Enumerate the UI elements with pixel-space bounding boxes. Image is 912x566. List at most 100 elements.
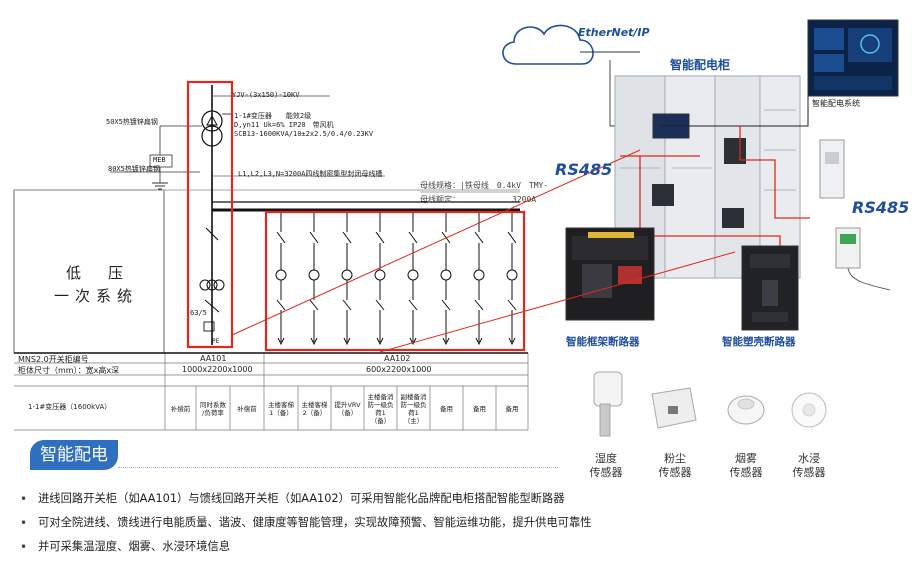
feeder-breaker-icon [375, 299, 385, 311]
cabinet-size-a: 1000x2200x1000 [182, 365, 253, 374]
section-badge: 智能配电 [30, 440, 118, 470]
busbar-duct-line [211, 172, 520, 203]
row3-cell: 提升VRV （备） [334, 401, 361, 417]
feeder-arrow-icon [343, 337, 351, 346]
feeder-group [275, 210, 518, 346]
molded-breaker-icon [741, 245, 799, 331]
feeder-to-molded-breaker-link [379, 251, 736, 353]
feature-list: 进线回路开关柜（如AA101）与馈线回路开关柜（如AA102）可采用智能化品牌配… [20, 487, 592, 559]
feeder-breaker-icon [342, 299, 352, 311]
screen-gauge-icon [860, 34, 880, 54]
feeder-arrow-icon [310, 337, 318, 346]
pe-label: PE [212, 338, 220, 345]
ground-strip-2-label: 80X5热镀锌扁钢 [108, 165, 160, 173]
sensor-caption-line-1: 粉尘 [664, 452, 686, 465]
feeder-arrow-icon [277, 337, 285, 346]
incomer-switch-icon [205, 227, 219, 241]
water-leak-sensor-icon [791, 392, 827, 428]
row3-label: 1-1#变压器（1600kVA） [28, 403, 112, 411]
meter-link-red-line [739, 126, 810, 219]
screen-map-widget [848, 28, 892, 62]
io-module-terminal [840, 234, 856, 244]
feeder-arrow-icon [475, 337, 483, 346]
cabinet-aa101: AA101 [200, 354, 227, 363]
row3-cell: 主楼客梯 1（备） [268, 401, 294, 417]
lv-system-label-1: 低 压 [66, 264, 130, 282]
feeder-switch-icon [342, 231, 352, 244]
cabinet-size-label: 柜体尺寸（mm）：宽x高x深 [18, 366, 120, 375]
feeder-breaker-icon [276, 299, 286, 311]
feeder-breaker-icon [474, 299, 484, 311]
sensor-caption-dust: 粉尘 传感器 [645, 452, 705, 480]
feeder-switch-icon [375, 231, 385, 244]
sensor-caption-line-1: 烟雾 [735, 452, 757, 465]
io-module-wire [847, 267, 891, 291]
feature-item: 可对全院进线、馈线进行电能质量、谐波、健康度等智能管理，实现故障预警、智能运维功… [20, 511, 592, 535]
din-meter-display [825, 152, 839, 164]
transformer-spec-line-3: SCB13-1600KVA/10±2x2.5/0.4/0.23KV [234, 130, 374, 138]
incomer-breaker-icon [204, 299, 220, 313]
row3-cell: 补偿前 [170, 405, 191, 413]
feeder-breaker-icon [507, 299, 517, 311]
screen-widget-3 [814, 76, 892, 90]
feeder-arrow-icon [508, 337, 516, 346]
transformer-secondary-icon [201, 125, 223, 147]
cabinet-to-screen-line [800, 96, 809, 127]
feeder-switch-icon [408, 231, 418, 244]
feeder-arrow-icon [376, 337, 384, 346]
ct-icon-3 [213, 279, 225, 291]
meter-box-icon [203, 321, 215, 332]
ground-strip-1-label: 50X5热镀锌扁钢 [106, 118, 158, 126]
incomer-highlight-box [186, 80, 234, 349]
frame-breaker-label: 智能框架断路器 [566, 336, 640, 348]
lv-system-label-2: 一次系统 [54, 287, 139, 305]
feature-item: 并可采集温湿度、烟雾、水浸环境信息 [20, 535, 592, 559]
ct-ratio-label: 63/5 [190, 309, 207, 317]
sensor-caption-line-2: 传感器 [658, 466, 692, 479]
feeder-switch-icon [507, 231, 517, 244]
sensor-caption-line-2: 传感器 [792, 466, 826, 479]
feeder-breaker-icon [309, 299, 319, 311]
transformer-spec-line-1: 1-1#变压器 能效2级 [234, 112, 312, 120]
cable-spec-label: YJV-(3x150)-10KV [232, 91, 300, 99]
section-badge-label: 智能配电 [40, 445, 108, 465]
feeder-arrow-icon [442, 337, 450, 346]
row3-cell: 主楼备消 防一级负 荷1 （备） [367, 393, 394, 425]
smoke-sensor-icon [727, 395, 765, 425]
screen-widget-1 [814, 28, 844, 50]
row3-cell: 备用 [440, 405, 453, 413]
feeder-switch-icon [474, 231, 484, 244]
ct-icon-1 [199, 279, 211, 291]
molded-breaker-label: 智能塑壳断路器 [722, 336, 796, 348]
row3-cell: 副楼备消 防一级负 荷1 （主） [400, 393, 427, 425]
feeder-switch-icon [309, 231, 319, 244]
transformer-spec: 1-1#变压器 能效2级 D,yn11 Uk=6% IP20 带风机 SCB13… [234, 112, 373, 139]
sensor-caption-smoke: 烟雾 传感器 [716, 452, 776, 480]
feeder-arrow-icon [409, 337, 417, 346]
feeder-breaker-icon [441, 299, 451, 311]
meb-box [149, 154, 173, 168]
din-meter-icon [819, 139, 845, 199]
sensor-caption-line-1: 湿度 [595, 452, 617, 465]
section-divider [118, 467, 558, 468]
sensor-caption-line-1: 水浸 [798, 452, 820, 465]
ct-icon-2 [206, 279, 218, 291]
humidity-sensor-icon [593, 371, 623, 437]
cabinet-code-label: MNS2.0开关柜编号 [18, 355, 89, 364]
feeder-breaker-icon [408, 299, 418, 311]
row3-cell: 备用 [473, 405, 486, 413]
transformer-primary-icon [201, 110, 223, 132]
sensor-caption-humidity: 湿度 传感器 [576, 452, 636, 480]
cabinet-size-b: 600x2200x1000 [366, 365, 432, 374]
smart-cabinet-title: 智能配电柜 [670, 58, 731, 72]
screen-widget-2 [814, 54, 844, 72]
bus-spec-line-1: 母线规格：|铁母线 0.4kV TMY- [420, 181, 549, 190]
row3-cell: 备用 [505, 405, 519, 413]
busbar-duct-label: L1,L2,L3,N=3200A四线制密集型封闭母线槽 [238, 170, 383, 178]
feeder-switch-icon [276, 231, 286, 244]
sensor-caption-line-2: 传感器 [729, 466, 763, 479]
delta-winding-icon [206, 114, 218, 126]
row3-cell: 同时系数 /负荷率 [200, 401, 226, 417]
